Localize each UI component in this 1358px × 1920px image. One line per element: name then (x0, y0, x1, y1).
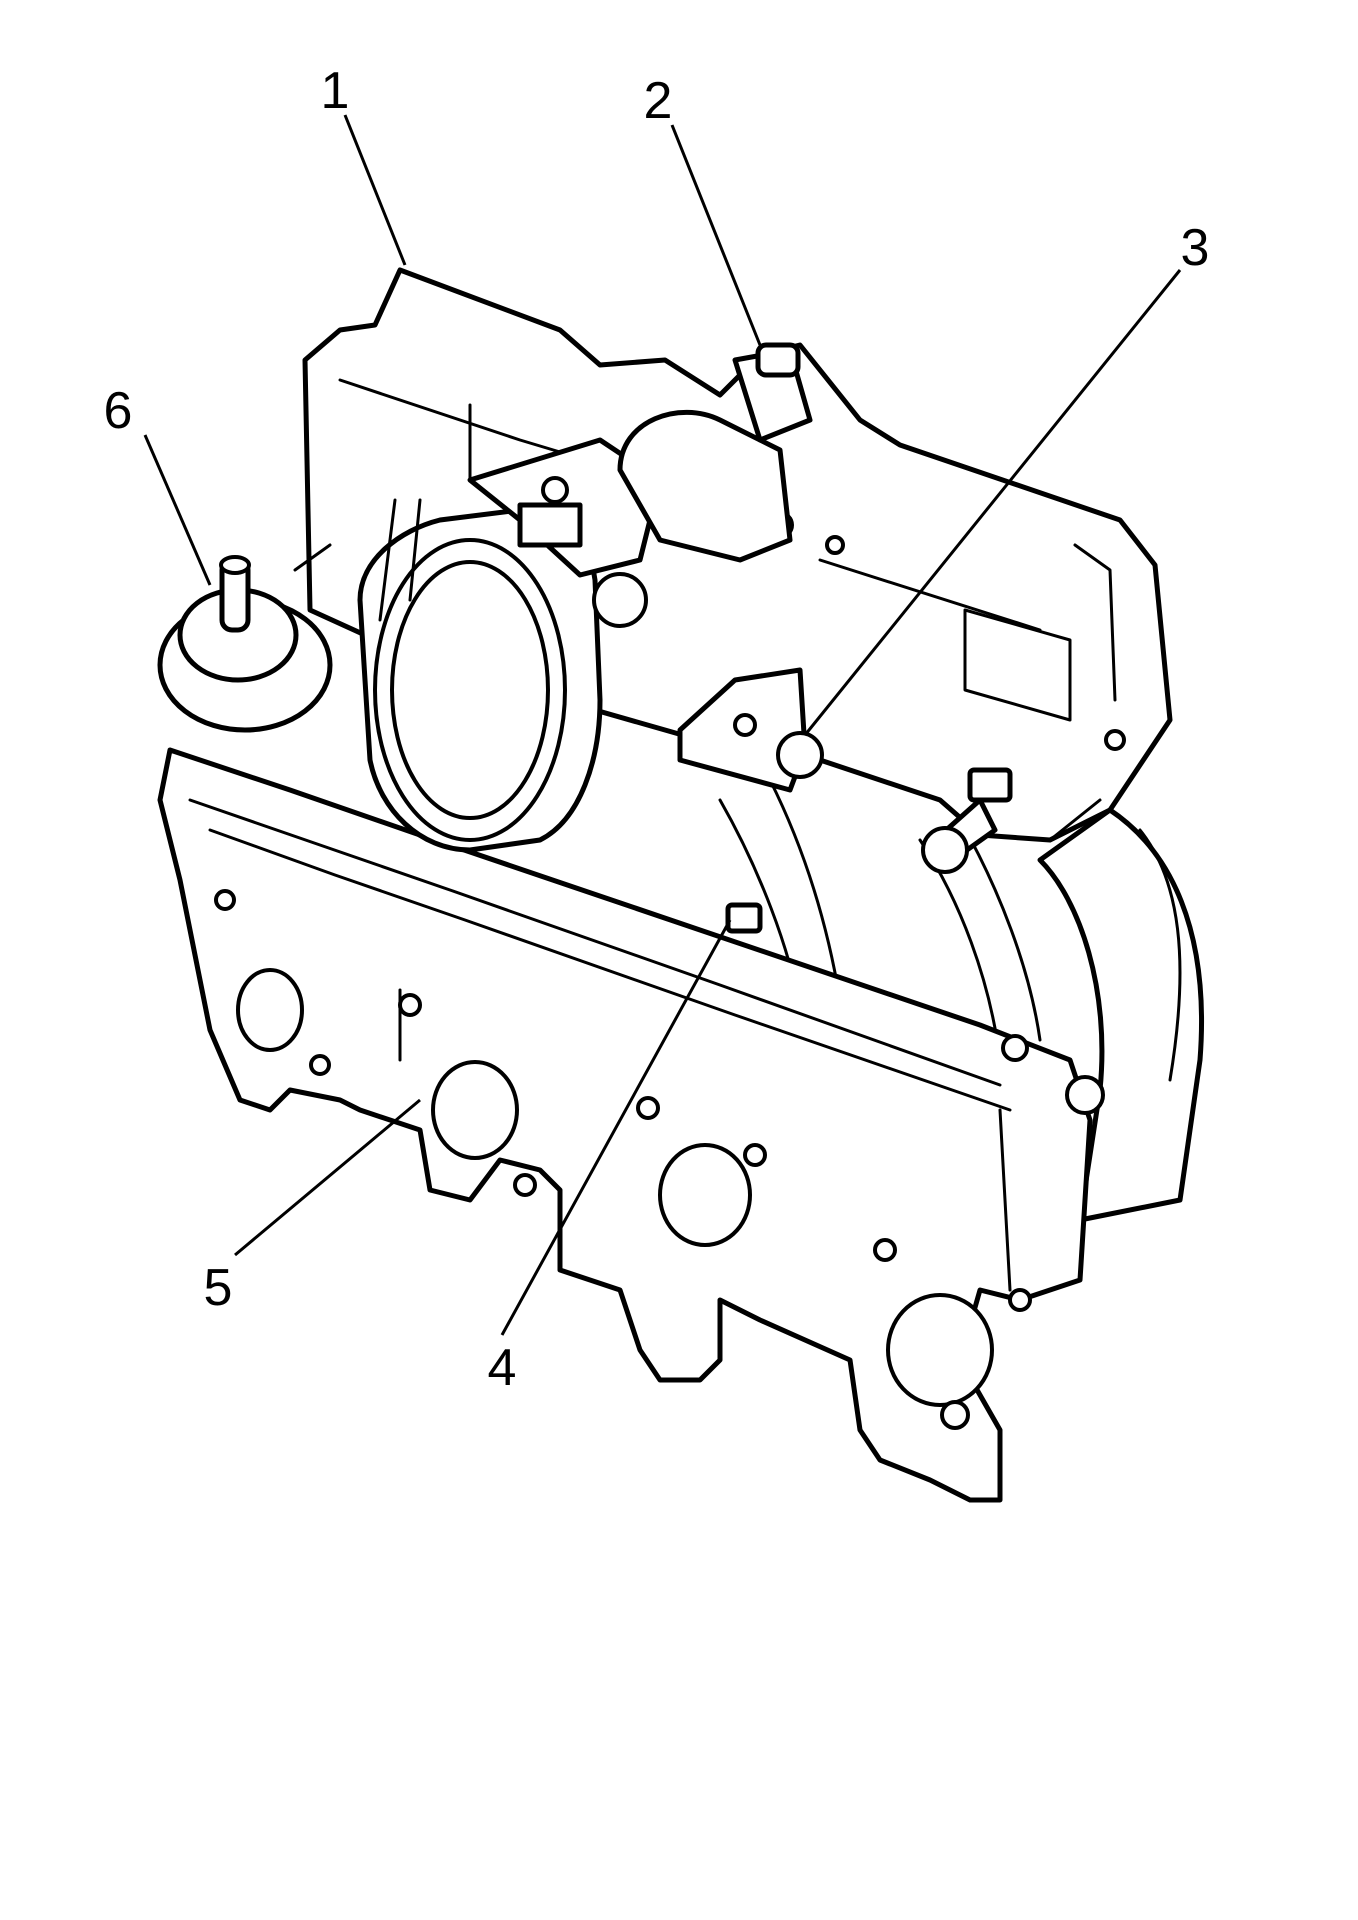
leader-3 (803, 269, 1182, 736)
pressure-regulator (157, 543, 333, 733)
callout-1: 1 (321, 62, 350, 120)
leader-lines (143, 114, 1182, 1336)
callouts: 1 2 3 4 5 6 (104, 62, 1210, 1397)
flange-bolt (725, 902, 1029, 1062)
manifold-flange (157, 747, 1093, 1503)
callout-5: 5 (204, 1259, 233, 1317)
plenum-bolt (921, 767, 1013, 874)
idle-air-control-valve (617, 342, 813, 563)
leader-2 (670, 124, 762, 346)
leader-6 (143, 434, 212, 586)
throttle-body (357, 437, 663, 853)
leader-1 (343, 114, 407, 266)
flange-ports (214, 889, 1105, 1430)
sensor-bracket (677, 667, 824, 793)
callout-2: 2 (644, 72, 673, 130)
callout-3: 3 (1181, 219, 1210, 277)
leader-5 (234, 1098, 421, 1257)
callout-6: 6 (104, 382, 133, 440)
callout-4: 4 (488, 1339, 517, 1397)
leader-4 (500, 919, 732, 1336)
